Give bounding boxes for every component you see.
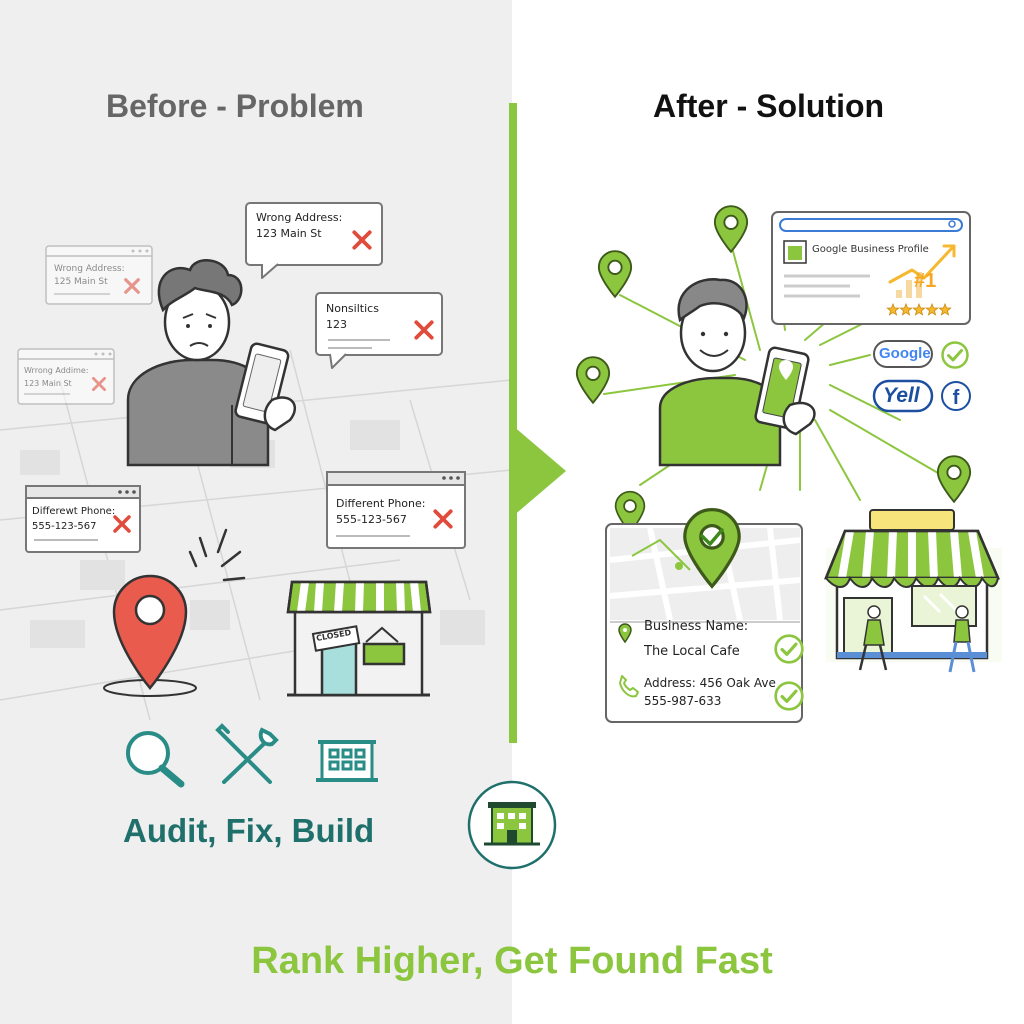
star-icon: [938, 302, 952, 316]
rank-badge: #1: [914, 270, 937, 292]
building-badge-icon: [467, 780, 557, 870]
card-phone-right-value: 555-123-567: [336, 513, 407, 526]
card-top-label: Wrong Address:: [256, 211, 343, 224]
star-icon: [886, 302, 900, 316]
google-badge-text: Google: [879, 345, 931, 362]
before-heading: Before - Problem: [106, 88, 364, 124]
faded-card-2-label: Wrrong Addime:: [24, 366, 89, 375]
happy-person: [658, 278, 816, 467]
listing-name-value: The Local Cafe: [644, 644, 740, 659]
google-badge: [873, 340, 933, 368]
open-shop: [824, 509, 1002, 673]
error-card-middle: [315, 292, 443, 369]
yell-badge-text: Yell: [883, 384, 920, 407]
red-location-pin-icon: [103, 528, 246, 697]
after-heading: After - Solution: [653, 88, 885, 124]
error-card-phone-right: [326, 471, 466, 549]
card-phone-left-label: Differewt Phone:: [32, 506, 116, 517]
divider-line: [509, 103, 517, 743]
faded-card-1: [45, 245, 153, 305]
profile-card-label: Google Business Profile: [812, 244, 929, 255]
error-card-phone-left: [25, 485, 141, 553]
card-phone-right-label: Different Phone:: [336, 497, 426, 510]
card-phone-left-value: 555-123-567: [32, 521, 97, 532]
listing-name-label: Business Name:: [644, 619, 749, 634]
audit-fix-build-tagline: Audit, Fix, Build: [123, 812, 375, 849]
listing-phone: 555-987-633: [644, 694, 722, 708]
facebook-icon: f: [941, 381, 971, 411]
transition-arrow: [512, 425, 566, 517]
name-check-icon: [774, 634, 804, 664]
listing-pin-check-icon: [700, 528, 724, 546]
card-middle-label: Nonsiltics: [326, 302, 379, 315]
footer-slogan: Rank Higher, Get Found Fast: [251, 940, 773, 982]
faded-card-2-value: 123 Main St: [24, 379, 72, 388]
star-icon: [925, 302, 939, 316]
building-icon: [316, 740, 378, 782]
error-card-top: [245, 202, 383, 279]
closed-shop: [286, 580, 432, 697]
google-check-icon: [941, 341, 969, 369]
faded-card-1-value: 125 Main St: [54, 277, 108, 287]
wrench-screwdriver-icon: [215, 723, 279, 784]
rating-stars: [886, 302, 952, 316]
faded-card-2: [17, 348, 115, 405]
listing-address: Address: 456 Oak Ave: [644, 676, 776, 690]
card-top-value: 123 Main St: [256, 227, 322, 240]
star-icon: [912, 302, 926, 316]
confused-person: [126, 259, 297, 467]
svg-text:f: f: [953, 387, 960, 409]
magnifier-icon: [126, 731, 185, 788]
faded-card-1-label: Wrong Address:: [54, 264, 125, 274]
card-middle-value: 123: [326, 318, 347, 331]
address-check-icon: [774, 681, 804, 711]
star-icon: [899, 302, 913, 316]
business-profile-card: [771, 211, 971, 325]
yell-badge: [872, 379, 934, 413]
